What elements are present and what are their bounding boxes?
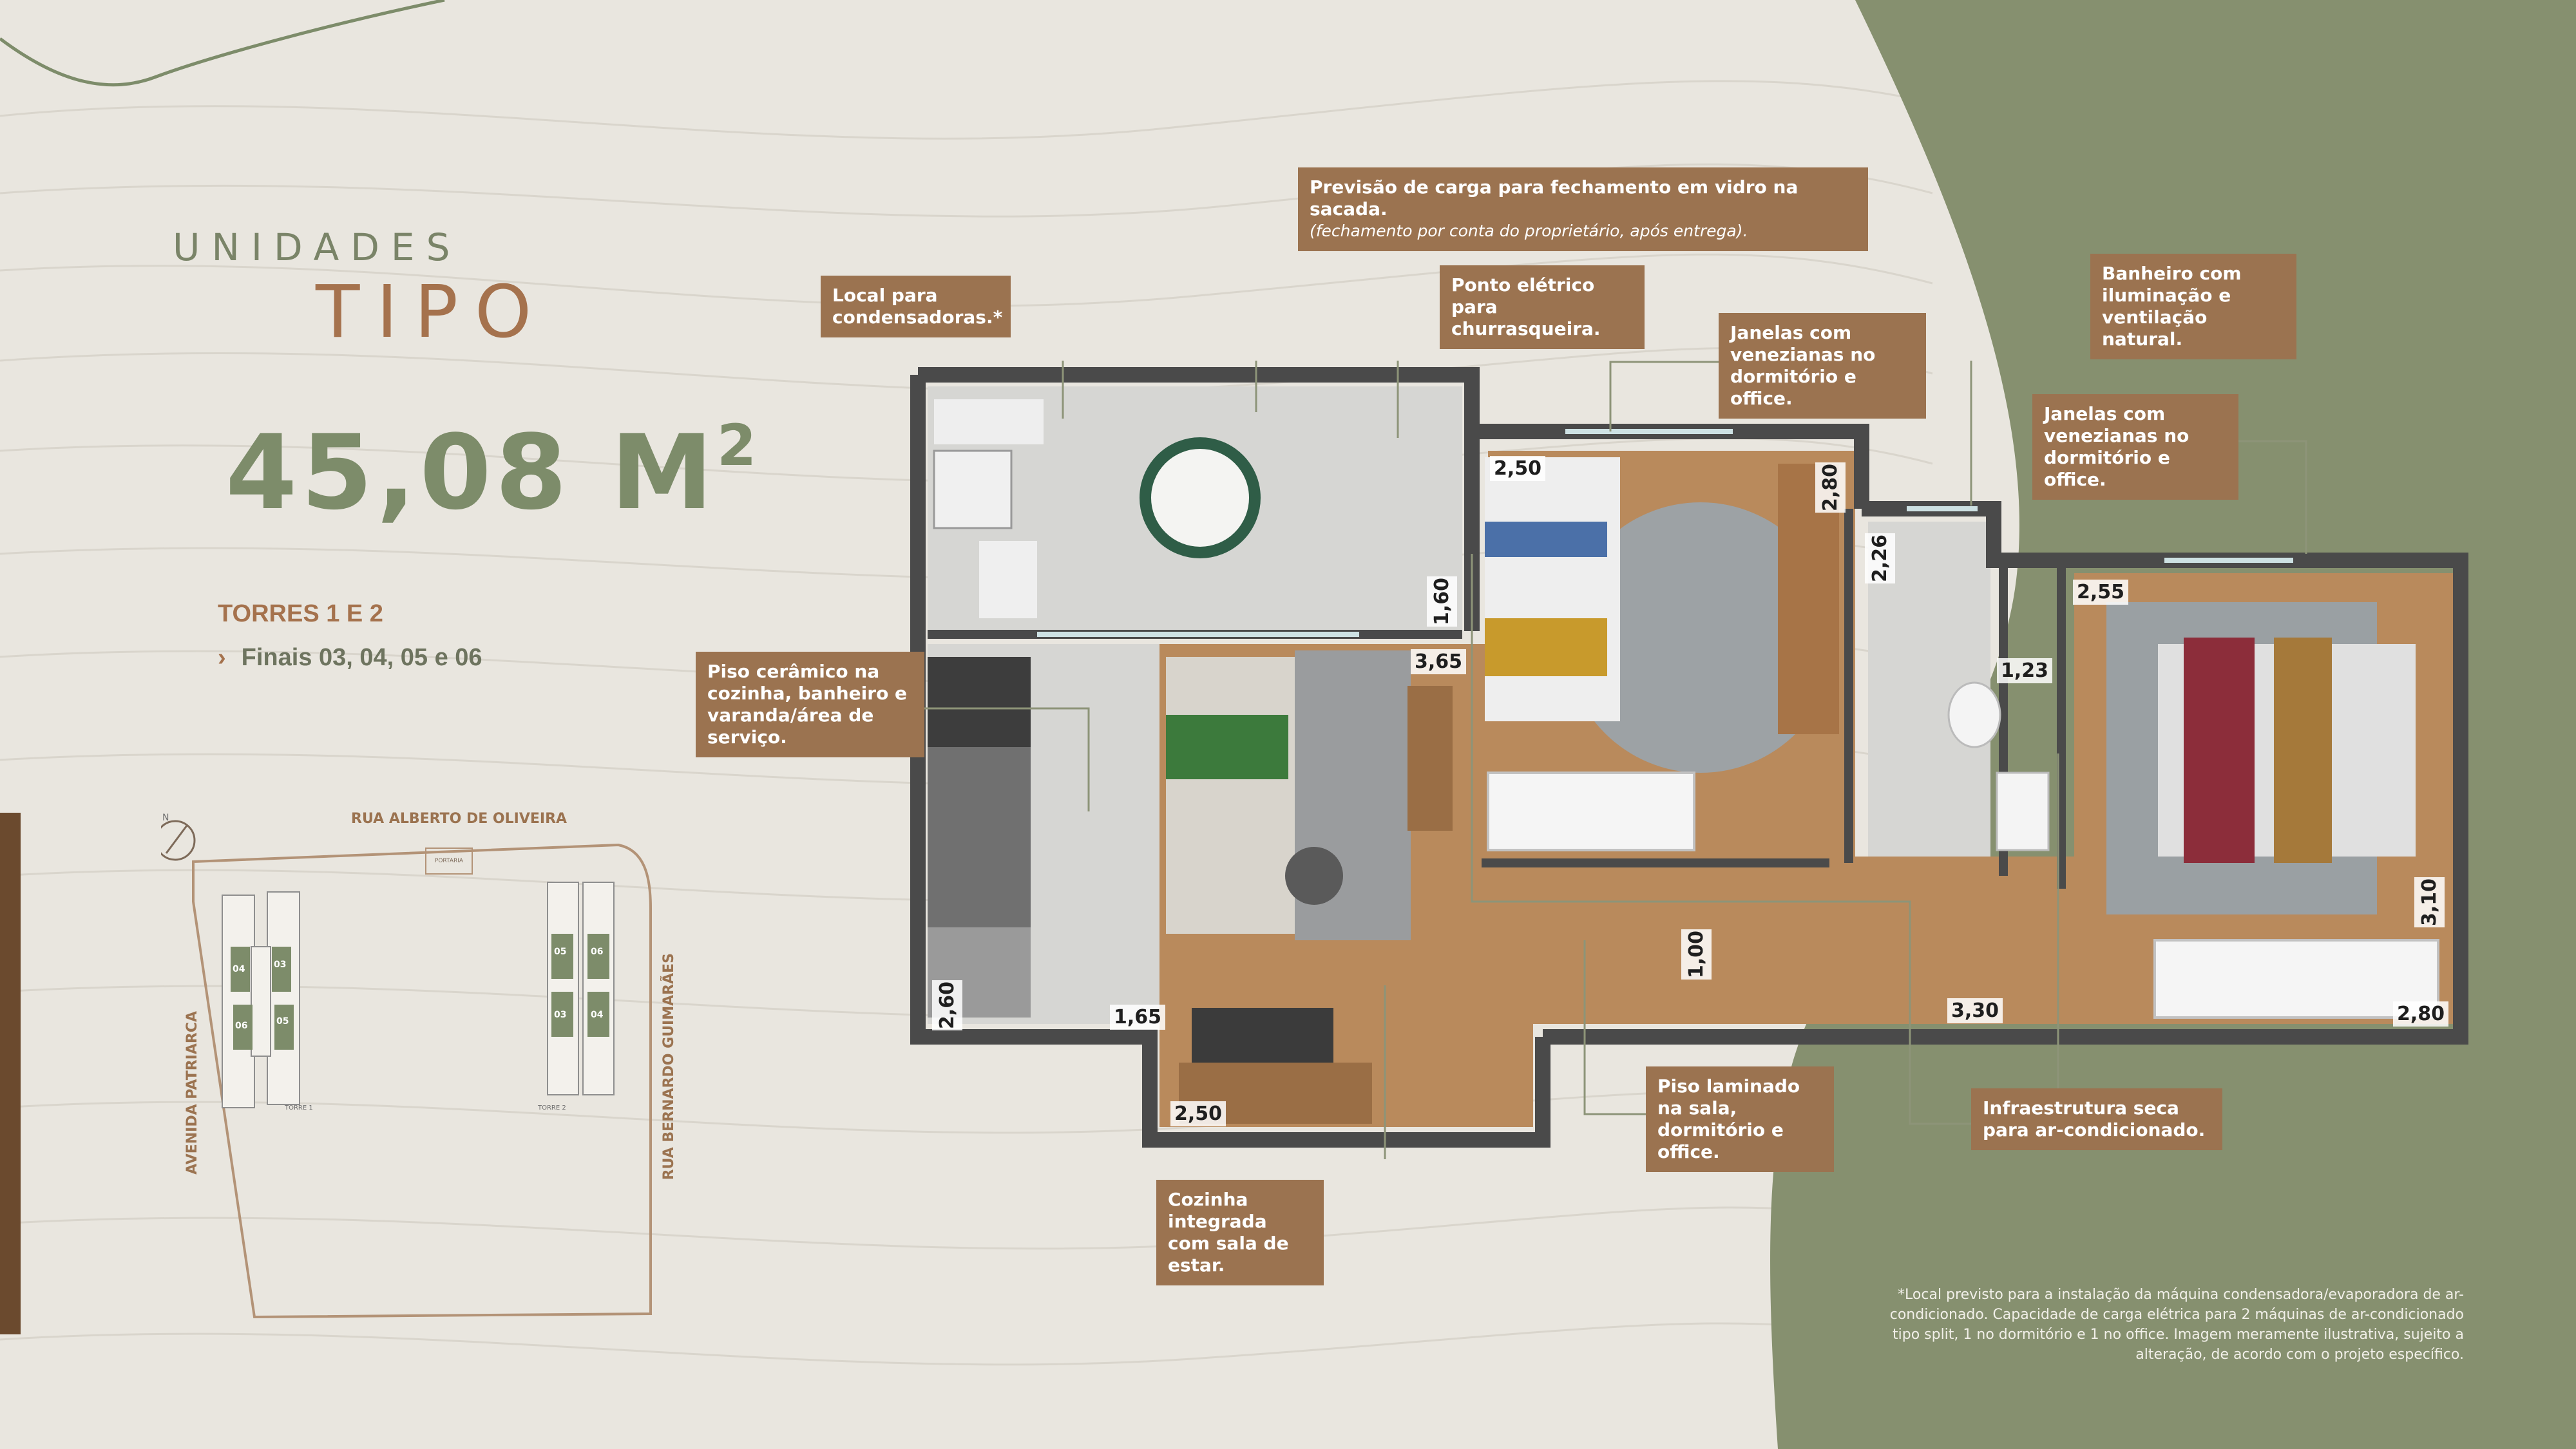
callout-janelas-office: Janelas com venezianas no dormitório e o… bbox=[1719, 313, 1926, 419]
t1-unit-d: 05 bbox=[276, 1016, 289, 1027]
leader-lines bbox=[924, 361, 2307, 1159]
cooktop bbox=[928, 657, 1031, 747]
callout-piso-laminado: Piso laminado na sala, dormitório e offi… bbox=[1646, 1066, 1834, 1172]
callout-vidro-title: Previsão de carga para fechamento em vid… bbox=[1310, 176, 1798, 220]
callout-churrasqueira: Ponto elétrico para churrasqueira. bbox=[1440, 265, 1645, 349]
dim-living-width: 3,65 bbox=[1411, 649, 1467, 674]
dim-office-width: 2,50 bbox=[1490, 456, 1546, 481]
floor-plan bbox=[910, 361, 2468, 1159]
area-value: 45,08 M bbox=[225, 412, 718, 533]
sink-counter bbox=[928, 747, 1031, 927]
green-throw bbox=[1166, 715, 1288, 779]
tank bbox=[979, 541, 1037, 618]
tower-2 bbox=[547, 882, 615, 1095]
dim-office-depth: 2,80 bbox=[1815, 462, 1846, 513]
callout-banheiro: Banheiro com iluminação e ventilação nat… bbox=[2090, 254, 2296, 359]
dim-bedroom-width: 2,55 bbox=[2073, 580, 2129, 605]
top-swoosh bbox=[0, 0, 445, 87]
t2-unit-a: 05 bbox=[554, 947, 567, 957]
service-sink bbox=[934, 399, 1044, 444]
washer bbox=[933, 450, 1013, 529]
dim-kitchen-width: 1,65 bbox=[1110, 1005, 1166, 1030]
dim-bath-width: 1,23 bbox=[1997, 658, 2053, 683]
street-right-label: RUA BERNARDO GUIMARÃES bbox=[661, 953, 677, 1180]
finais-label: › Finais 03, 04, 05 e 06 bbox=[218, 644, 482, 672]
finais-text: Finais 03, 04, 05 e 06 bbox=[241, 644, 482, 671]
washbasin bbox=[1996, 772, 2050, 851]
heading-unidades: UNIDADES bbox=[173, 225, 462, 269]
toilet bbox=[1947, 681, 2001, 748]
wardrobe-2 bbox=[2153, 939, 2439, 1019]
callout-infraestrutura: Infraestrutura seca para ar-condicionado… bbox=[1971, 1088, 2222, 1150]
tv-rack bbox=[1407, 686, 1453, 831]
coffee-table bbox=[1285, 847, 1343, 905]
torre2-label: TORRE 2 bbox=[538, 1104, 566, 1112]
t1-unit-a: 04 bbox=[233, 964, 245, 974]
tower-1 bbox=[222, 891, 300, 1108]
site-boundary bbox=[192, 843, 652, 1319]
bedroom-rug bbox=[1565, 502, 1836, 773]
dim-bedroom-closet: 2,80 bbox=[2393, 1001, 2449, 1027]
t1-unit-c: 06 bbox=[235, 1021, 248, 1031]
callout-vidro: Previsão de carga para fechamento em vid… bbox=[1298, 167, 1868, 251]
torres-label: TORRES 1 E 2 bbox=[218, 600, 383, 627]
furniture bbox=[928, 399, 2439, 1124]
street-top-label: RUA ALBERTO DE OLIVEIRA bbox=[351, 811, 568, 827]
unit-area: 45,08 M2 bbox=[225, 412, 760, 533]
dim-balcony: 1,60 bbox=[1427, 576, 1457, 627]
callout-piso-ceramico: Piso cerâmico na cozinha, banheiro e var… bbox=[696, 652, 924, 757]
compass-n-label: N bbox=[162, 813, 169, 823]
single-bed bbox=[1485, 457, 1620, 721]
dim-counter-width: 2,50 bbox=[1170, 1101, 1226, 1126]
callout-janelas-dormitorio: Janelas com venezianas no dormitório e o… bbox=[2032, 394, 2238, 500]
t2-unit-b: 06 bbox=[591, 947, 604, 957]
compass-icon bbox=[161, 820, 196, 861]
portaria-label: PORTARIA bbox=[425, 848, 473, 875]
left-wood-strip bbox=[0, 813, 21, 1334]
callout-condensadoras: Local para condensadoras.* bbox=[821, 276, 1011, 337]
dining-table bbox=[1140, 437, 1261, 558]
torre1-label: TORRE 1 bbox=[285, 1104, 313, 1112]
windows bbox=[1037, 429, 2293, 637]
footnote: *Local previsto para a instalação da máq… bbox=[1889, 1287, 2464, 1363]
callout-cozinha: Cozinha integrada com sala de estar. bbox=[1156, 1180, 1324, 1285]
sofa bbox=[1166, 657, 1295, 934]
dim-bath-depth: 2,26 bbox=[1865, 533, 1895, 584]
chevron-right-icon: › bbox=[218, 644, 226, 671]
dim-hall: 1,00 bbox=[1681, 929, 1712, 980]
site-plan bbox=[161, 820, 652, 1319]
t2-unit-c: 03 bbox=[554, 1010, 567, 1020]
street-left-label: AVENIDA PATRIARCA bbox=[184, 1011, 200, 1175]
dim-kitchen-depth: 2,60 bbox=[932, 980, 962, 1031]
dim-bedroom-depth: 3,10 bbox=[2414, 877, 2445, 928]
dim-corridor: 3,30 bbox=[1947, 998, 2003, 1023]
t1-unit-b: 03 bbox=[274, 960, 287, 970]
wardrobe-1 bbox=[1487, 772, 1695, 851]
callout-vidro-sub: (fechamento por conta do proprietário, a… bbox=[1310, 222, 1748, 240]
t2-unit-d: 04 bbox=[591, 1010, 604, 1020]
area-superscript: 2 bbox=[717, 412, 761, 478]
heading-tipo: TIPO bbox=[316, 270, 549, 354]
